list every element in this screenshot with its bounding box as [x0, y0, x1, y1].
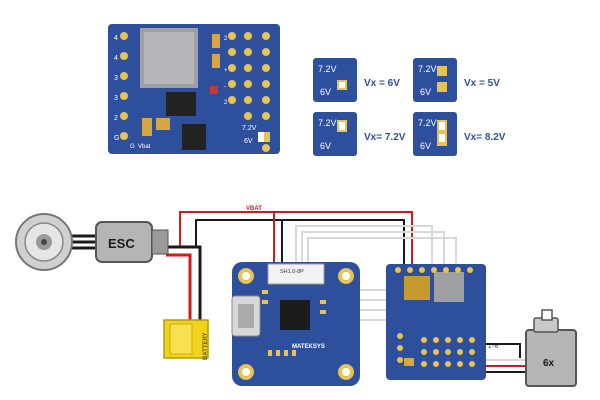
pin-label-3: 3 — [114, 75, 118, 82]
pcb-voltage-label: 7.2V — [242, 125, 257, 132]
jumper-bottom-label: 6V — [320, 87, 331, 97]
jumper-option-3: 7.2V 6V Vx= 7.2V — [313, 112, 406, 156]
pin-label-3b: 3 — [114, 95, 118, 102]
jumper-top-label: 7.2V — [318, 118, 337, 128]
vbat-label: VBAT — [246, 206, 262, 212]
jumper-bottom-label: 6V — [320, 141, 331, 151]
side-marker: 2 — [224, 36, 228, 42]
esc: ESC — [95, 221, 169, 263]
jumper-result: Vx = 5V — [464, 78, 500, 89]
servo-board — [386, 264, 486, 380]
side-marker-plus: + — [224, 68, 228, 74]
jumper-result: Vx = 6V — [364, 78, 400, 89]
jumper-top-label: 7.2V — [318, 64, 337, 74]
pin-label-4b: 4 — [114, 55, 118, 62]
jumper-result: Vx= 7.2V — [364, 132, 406, 143]
pcb-board-top: 4 4 3 3 2 G G Vbat 7.2V 6V 2 + - 2 — [108, 24, 280, 154]
servo-range-label: 1~6 — [488, 344, 499, 350]
connector-label: SH1.0-8P — [280, 269, 304, 275]
jumper-option-2: 7.2V 6V Vx = 5V — [413, 58, 500, 102]
battery-label: BATTERY — [203, 332, 209, 360]
side-marker-2: 2 — [224, 100, 228, 106]
jumper-top-label: 7.2V — [418, 64, 437, 74]
esc-label: ESC — [108, 236, 135, 251]
pin-label-g: G — [114, 135, 119, 142]
servo-count-label: 6x — [543, 358, 555, 369]
pin-label-2: 2 — [114, 115, 118, 122]
pcb-voltage-label-6v: 6V — [244, 138, 253, 145]
pin-label-g2: G — [130, 144, 135, 150]
jumper-option-1: 7.2V 6V Vx = 6V — [313, 58, 400, 102]
flight-controller: SH1.0-8P MATEKSYS — [231, 262, 360, 386]
motor — [15, 213, 73, 271]
jumper-bottom-label: 6V — [420, 141, 431, 151]
jumper-result: Vx= 8.2V — [464, 132, 506, 143]
pin-label-4: 4 — [114, 35, 118, 42]
jumper-option-4: 7.2V 6V Vx= 8.2V — [413, 112, 506, 156]
servo: 6x — [525, 309, 577, 387]
jumper-bottom-label: 6V — [420, 87, 431, 97]
jumper-top-label: 7.2V — [418, 118, 437, 128]
battery: BATTERY — [163, 319, 209, 360]
side-marker-minus: - — [224, 84, 226, 90]
fc-brand-label: MATEKSYS — [292, 344, 325, 350]
pin-label-vbat: Vbat — [138, 144, 151, 150]
